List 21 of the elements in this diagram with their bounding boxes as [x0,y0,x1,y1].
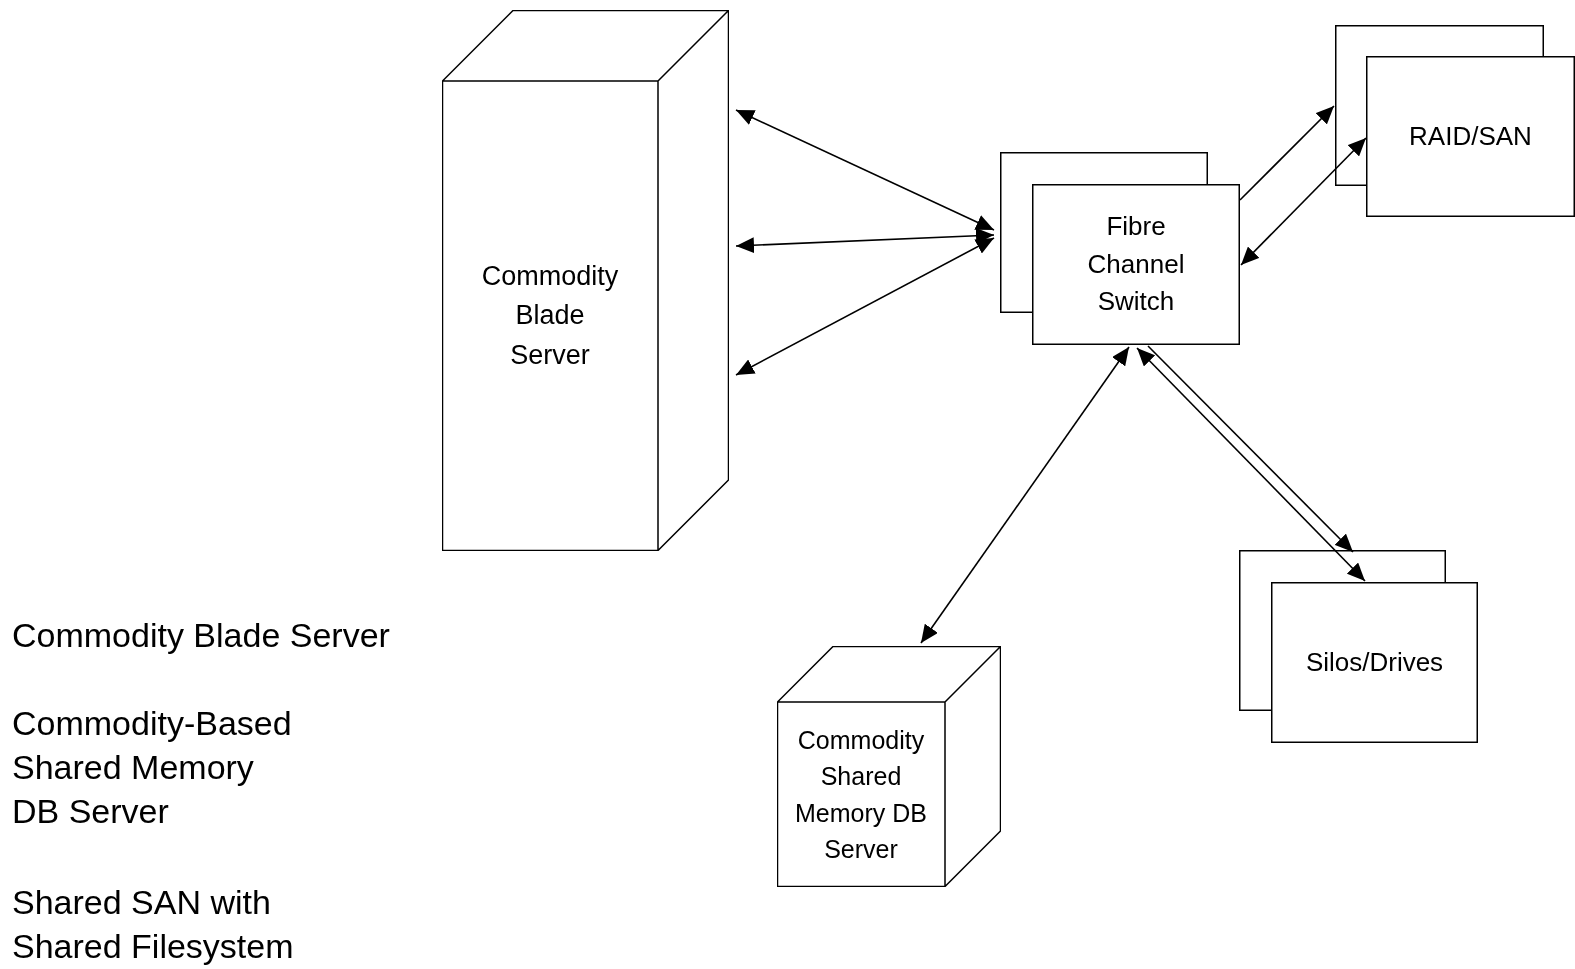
note-text: Commodity Blade Server [12,615,391,656]
arrow [1239,105,1335,201]
arrow [1240,137,1367,266]
arrow [1136,347,1366,582]
node-label: Commodity Blade Server [480,260,620,372]
stacked-box [1000,152,1240,345]
node-label: Commodity Shared Memory DB Server [794,725,928,865]
arrow [1147,345,1354,553]
node-label: Silos/Drives [1304,645,1445,679]
arrow [735,237,995,376]
node-label: Fibre Channel Switch [1086,209,1186,319]
arrow [920,346,1130,644]
note-text: Shared SAN with Shared Filesystem [12,882,295,968]
server-cube [777,646,1001,887]
server-cube [442,10,729,551]
stacked-box [1335,25,1575,217]
arrow [735,109,995,231]
arrow [735,227,995,254]
stacked-box [1239,550,1478,743]
note-text: Commodity-Based Shared Memory DB Server [12,703,293,833]
node-label: RAID/SAN [1408,119,1533,153]
